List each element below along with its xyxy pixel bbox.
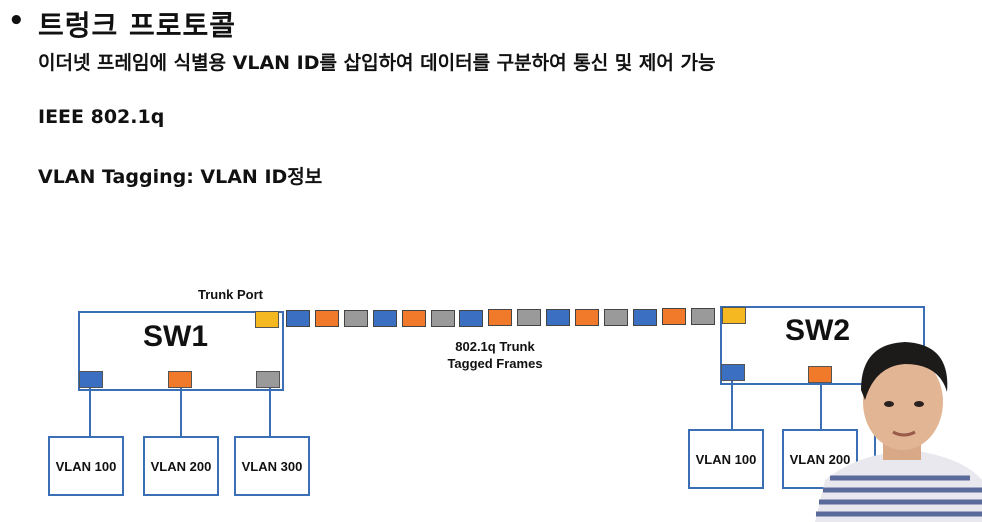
- sw1-link-vlan100: [89, 388, 91, 436]
- sw2-trunk-port: [722, 307, 746, 324]
- sw2-vlan-box: VLAN 100: [688, 429, 764, 489]
- bullet-point: •: [8, 6, 25, 36]
- tagged-frame: [430, 310, 455, 327]
- tagged-frame: [603, 309, 628, 326]
- sw2-label: SW2: [785, 314, 851, 347]
- sw1-trunk-port: [255, 311, 279, 328]
- tagged-frame: [343, 310, 368, 327]
- sw2-link-vlan100: [731, 381, 733, 429]
- sw2-port-vlan100: [721, 364, 745, 381]
- sw2-port-vlan200: [808, 366, 832, 383]
- sw1-port-vlan100: [79, 371, 103, 388]
- sw1-vlan-box: VLAN 200: [143, 436, 219, 496]
- tagging-line: VLAN Tagging: VLAN ID정보: [38, 166, 323, 188]
- sw2-vlan-box: VLAN 200: [782, 429, 858, 489]
- tagged-frame: [401, 310, 426, 327]
- tagged-frame: [575, 309, 599, 326]
- tagged-frame: [314, 310, 339, 327]
- tagged-frame: [459, 310, 484, 327]
- sw1-port-vlan200: [168, 371, 192, 388]
- trunk-label: 802.1q Trunk Tagged Frames: [420, 338, 570, 372]
- sw1-label: SW1: [143, 320, 209, 353]
- tagged-frame: [372, 310, 397, 327]
- trunk-label-line1: 802.1q Trunk: [455, 339, 535, 354]
- trunk-port-label: Trunk Port: [198, 287, 264, 302]
- sw1-port-vlan300: [256, 371, 280, 388]
- sw1-link-vlan200: [180, 388, 182, 436]
- tagged-frame: [488, 309, 513, 326]
- tagged-frame: [517, 309, 542, 326]
- description-line: 이더넷 프레임에 식별용 VLAN ID를 삽입하여 데이터를 구분하여 통신 …: [38, 52, 716, 74]
- sw1-link-vlan300: [269, 388, 271, 436]
- sw1-vlan-box: VLAN 300: [234, 436, 310, 496]
- presenter-icon: [815, 342, 982, 522]
- tagged-frame: [661, 308, 686, 325]
- sw1-vlan-box: VLAN 100: [48, 436, 124, 496]
- standard-line: IEEE 802.1q: [38, 106, 165, 128]
- trunk-label-line2: Tagged Frames: [447, 356, 543, 371]
- tagged-frame: [632, 309, 657, 326]
- tagged-frame: [286, 310, 310, 327]
- slide-heading: 트렁크 프로토콜: [38, 9, 237, 42]
- sw2-link-vlan200: [820, 383, 822, 429]
- tagged-frame: [546, 309, 571, 326]
- tagged-frame: [690, 308, 715, 325]
